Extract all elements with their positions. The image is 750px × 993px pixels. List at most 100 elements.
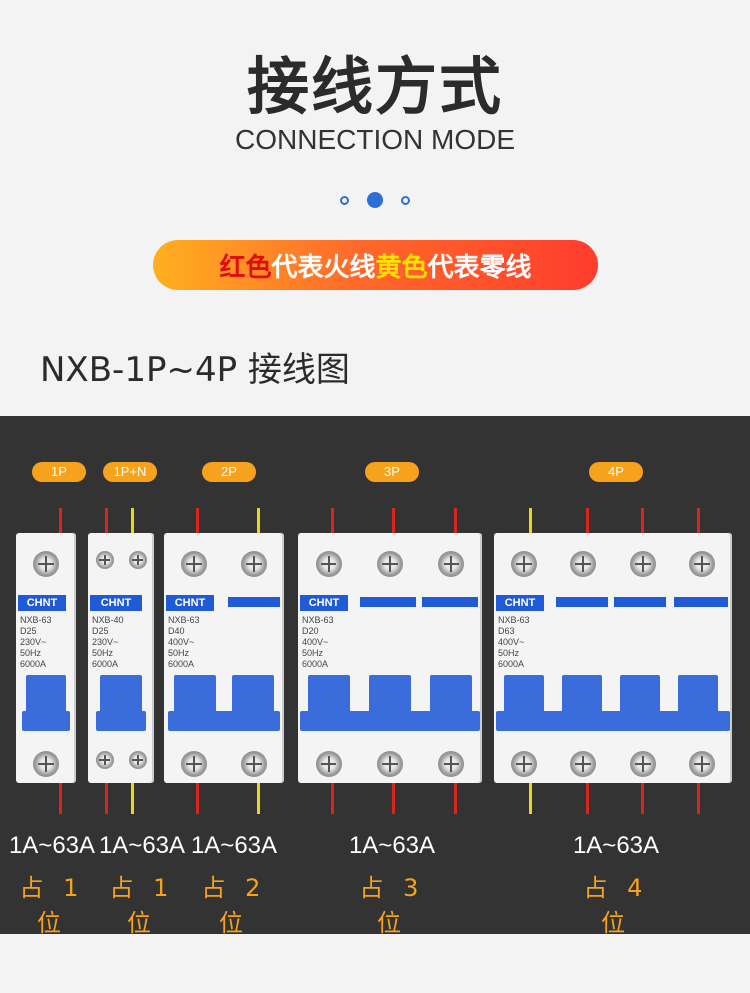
diagram-title: NXB-1P~4P 接线图 [40,350,350,390]
current-range: 1A~63A [190,832,278,859]
brand-logo: CHNT [90,595,142,611]
neutral-wire [257,508,260,538]
terminal-screw-icon [95,551,114,569]
terminal-screw-icon [315,751,342,777]
current-range: 1A~63A [8,832,96,859]
terminal-screw-icon [376,551,403,577]
page-title: 接线方式 [246,50,503,123]
terminal-screw-icon [315,551,342,577]
terminal-screw-icon [438,751,465,777]
terminal-screw-icon [510,551,537,577]
live-wire [105,508,108,538]
page-subtitle: CONNECTION MODE [235,124,515,155]
live-wire [105,778,108,814]
label-strip [674,597,728,607]
live-wire [392,508,395,538]
tag-1pn: 1P+N [103,462,157,482]
brand-logo: CHNT [18,595,66,611]
tag-3p: 3P [365,462,419,482]
neutral-wire [131,508,134,538]
brand-logo: CHNT [496,595,544,611]
live-text: 代表火线 [271,252,376,283]
terminal-screw-icon [438,551,465,577]
live-wire [392,778,395,814]
tag-2p: 2P [202,462,256,482]
terminal-screw-icon [241,751,267,777]
current-range: 1A~63A [572,832,660,859]
toggle-handle[interactable] [168,711,280,731]
label-strip [556,597,608,607]
dot-indicator[interactable] [401,195,410,205]
terminal-screw-icon [570,751,597,777]
live-wire [697,508,700,538]
toggle-handle[interactable] [300,711,480,731]
module-width: 占 4 位 [583,874,649,937]
terminal-screw-icon [629,751,656,777]
terminal-screw-icon [510,751,537,777]
current-range: 1A~63A [348,832,436,859]
live-wire [641,778,644,814]
live-wire [59,778,62,814]
label-strip [614,597,666,607]
neutral-text: 代表零线 [427,252,532,283]
terminal-screw-icon [241,551,267,577]
terminal-screw-icon [128,551,147,569]
label-strip [360,597,416,607]
terminal-screw-icon [33,551,59,577]
label-strip [422,597,478,607]
live-wire [331,778,334,814]
brand-logo: CHNT [300,595,348,611]
dot-indicator[interactable] [340,195,349,205]
tag-1p: 1P [32,462,86,482]
live-wire [586,508,589,538]
live-wire [196,778,199,814]
terminal-screw-icon [570,551,597,577]
live-wire [454,778,457,814]
terminal-screw-icon [128,751,147,769]
module-width: 占 1 位 [19,874,85,937]
terminal-screw-icon [181,751,207,777]
yellow-label: 黄色 [375,252,428,283]
toggle-handle[interactable] [96,711,146,731]
color-legend-banner: 红色 代表火线 黄色 代表零线 [153,240,598,290]
live-wire [59,508,62,538]
neutral-wire [131,778,134,814]
red-label: 红色 [219,252,272,283]
label-strip [228,597,280,607]
terminal-screw-icon [181,551,207,577]
module-width: 占 2 位 [201,874,267,937]
live-wire [331,508,334,538]
toggle-handle[interactable] [496,711,730,731]
neutral-wire [257,778,260,814]
live-wire [697,778,700,814]
tag-4p: 4P [589,462,643,482]
brand-logo: CHNT [166,595,214,611]
live-wire [196,508,199,538]
live-wire [641,508,644,538]
terminal-screw-icon [33,751,59,777]
live-wire [586,778,589,814]
neutral-wire [529,778,532,814]
current-range: 1A~63A [98,832,186,859]
terminal-screw-icon [629,551,656,577]
neutral-wire [529,508,532,538]
terminal-screw-icon [95,751,114,769]
module-width: 占 3 位 [359,874,425,937]
terminal-screw-icon [689,751,716,777]
module-width: 占 1 位 [109,874,175,937]
carousel-dots [0,192,750,208]
terminal-screw-icon [376,751,403,777]
dot-indicator-active[interactable] [367,192,383,208]
toggle-handle[interactable] [22,711,70,731]
